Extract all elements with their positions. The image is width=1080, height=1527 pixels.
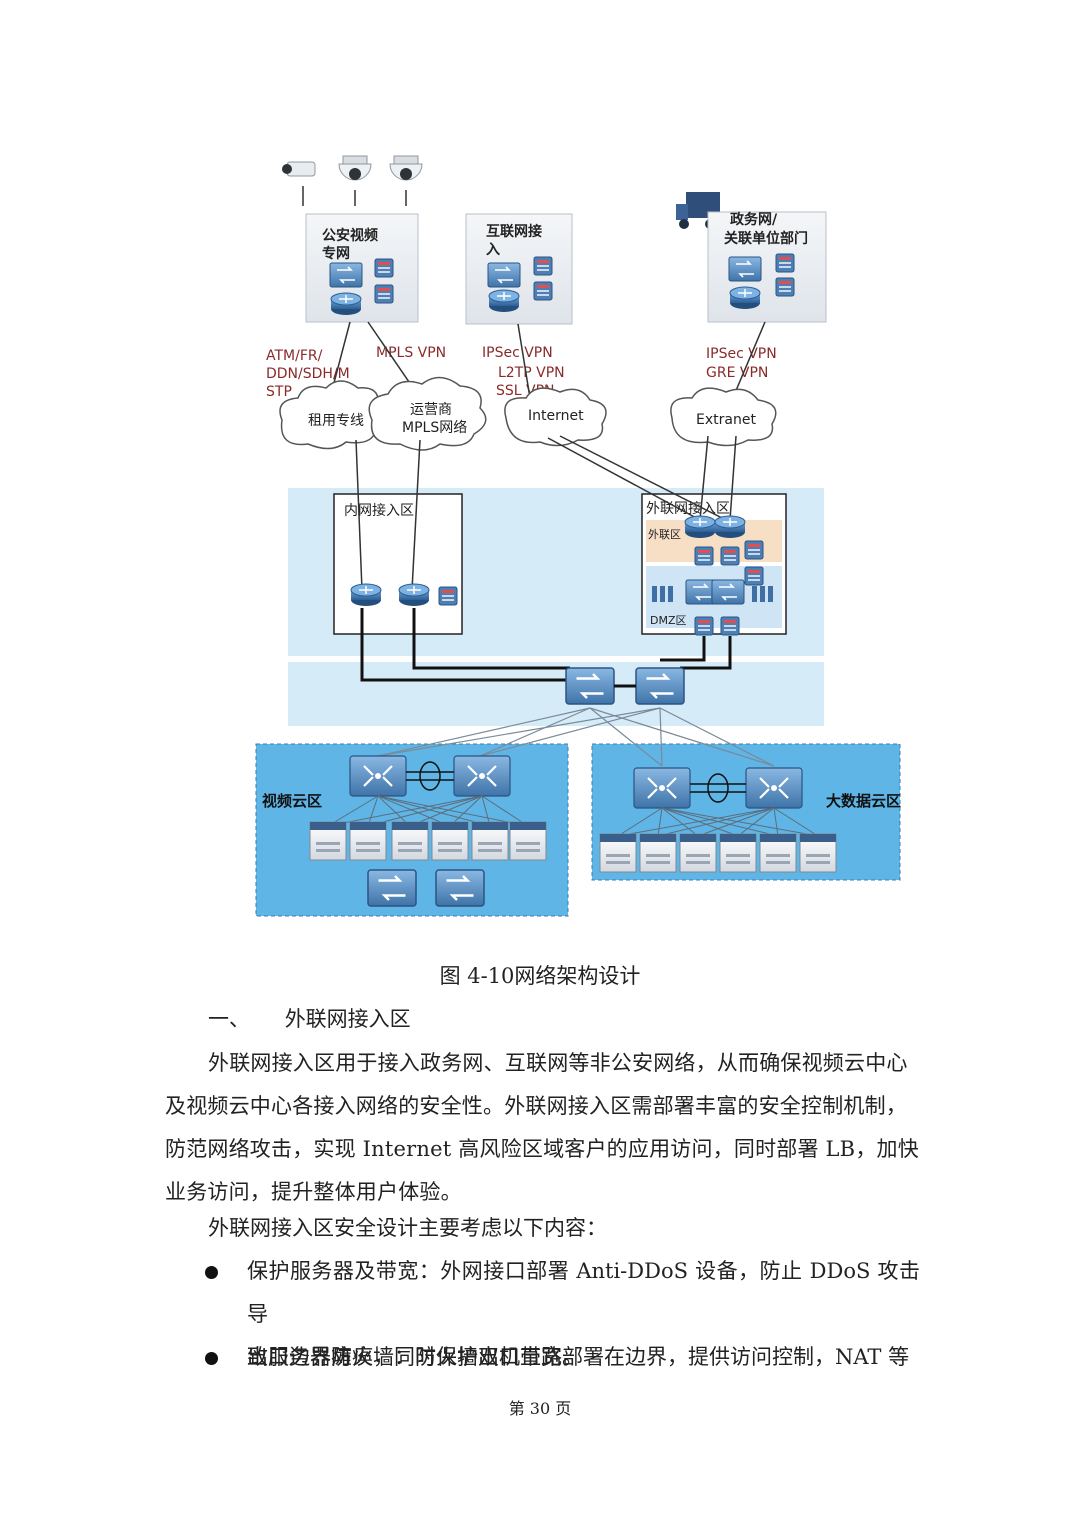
label-mpls-vpn: MPLS VPN: [376, 345, 446, 361]
intranet-zone-label: 内网接入区: [344, 502, 414, 519]
bullet-1-line-2: 致服务器瘫痪，同时保护出口带宽。: [247, 1345, 583, 1369]
core-zone-background: [288, 662, 824, 726]
dmz-zone-label: DMZ区: [650, 614, 687, 627]
cloud-extranet-label: Extranet: [696, 412, 756, 428]
box-title-2a: 互联网接: [486, 223, 542, 240]
box-title-1a: 公安视频: [322, 227, 378, 244]
bullet-1-line-1: 保护服务器及带宽：外网接口部署 Anti-DDoS 设备，防止 DDoS 攻击导: [247, 1259, 920, 1326]
bullet-dot-icon: [205, 1352, 218, 1365]
server-rack-icons: [652, 586, 773, 602]
bullet-item-2: 出口边界防火墙：防火墙双机直路部署在边界，提供访问控制，NAT 等: [205, 1336, 920, 1379]
dome-camera-icon: [338, 155, 372, 181]
bullet-camera-icon: [281, 161, 316, 177]
network-architecture-diagram: 公安视频 专网 互联网接 入 政务网/ 关联单位部门 ATM/FR/ DDN/S…: [255, 155, 901, 917]
label-ipsec-vpn-2: IPSec VPN: [706, 346, 777, 362]
section-heading: 一、 外联网接入区: [208, 1003, 411, 1033]
section-number: 一、: [208, 1007, 250, 1031]
cloud-operator-mpls: 运营商 MPLS网络: [368, 376, 487, 451]
label-ipsec-vpn-1: IPSec VPN: [482, 345, 553, 361]
intranet-access-zone: 内网接入区: [333, 493, 463, 635]
paragraph-line-2: 及视频云中心各接入网络的安全性。外联网接入区需部署丰富的安全控制机制，: [165, 1094, 907, 1118]
box-gov-network: 政务网/ 关联单位部门: [707, 211, 827, 323]
section-paragraph: 外联网接入区用于接入政务网、互联网等非公安网络，从而确保视频云中心 及视频云中心…: [165, 1042, 920, 1214]
label-l2tp-vpn: L2TP VPN: [498, 365, 565, 381]
page-footer: 第 30 页: [508, 1399, 572, 1418]
truck-icon: [676, 192, 720, 229]
box-internet-access: 互联网接 入: [465, 213, 573, 325]
video-cloud-label: 视频云区: [262, 792, 322, 810]
box-police-video-network: 公安视频 专网: [305, 213, 419, 323]
box-title-1b: 专网: [322, 245, 350, 262]
cloud-leased-label: 租用专线: [308, 413, 364, 429]
bullet-dot-icon: [205, 1266, 218, 1279]
section-title: 外联网接入区: [284, 1007, 411, 1031]
bigdata-cloud-label: 大数据云区: [826, 792, 901, 810]
box-title-3a: 政务网/: [730, 211, 778, 228]
box-title-3b: 关联单位部门: [724, 230, 808, 247]
label-gre-vpn: GRE VPN: [706, 365, 768, 381]
paragraph-line-4: 业务访问，提升整体用户体验。: [165, 1180, 462, 1204]
external-zone-label: 外联区: [648, 528, 681, 541]
label-atm-2: DDN/SDH/M: [266, 366, 350, 382]
cloud-leased-line: 租用专线: [279, 380, 387, 450]
cloud-operator-label-1: 运营商: [410, 402, 452, 418]
ptz-camera-icon: [389, 155, 423, 181]
label-atm-1: ATM/FR/: [266, 348, 323, 364]
extranet-access-zone: 外联网接入区 外联区 DMZ区: [641, 493, 787, 635]
paragraph-line-3: 防范网络攻击，实现 Internet 高风险区域客户的应用访问，同时部署 LB，…: [165, 1137, 919, 1161]
figure-caption: 图 4-10网络架构设计: [439, 964, 641, 988]
box-title-2b: 入: [486, 242, 500, 258]
cloud-extranet: Extranet: [670, 387, 777, 447]
bullet-item-1: 保护服务器及带宽：外网接口部署 Anti-DDoS 设备，防止 DDoS 攻击导…: [205, 1250, 920, 1379]
cloud-internet: Internet: [504, 387, 607, 447]
intro-line: 外联网接入区安全设计主要考虑以下内容：: [208, 1216, 607, 1240]
cloud-operator-label-2: MPLS网络: [402, 420, 467, 436]
extranet-zone-label: 外联网接入区: [646, 500, 730, 517]
cloud-internet-label: Internet: [528, 408, 584, 424]
bullet-2-line-1: 出口边界防火墙：防火墙双机直路部署在边界，提供访问控制，NAT 等: [247, 1345, 910, 1369]
paragraph-line-1: 外联网接入区用于接入政务网、互联网等非公安网络，从而确保视频云中心: [208, 1051, 908, 1075]
label-atm-3: STP: [266, 384, 292, 400]
